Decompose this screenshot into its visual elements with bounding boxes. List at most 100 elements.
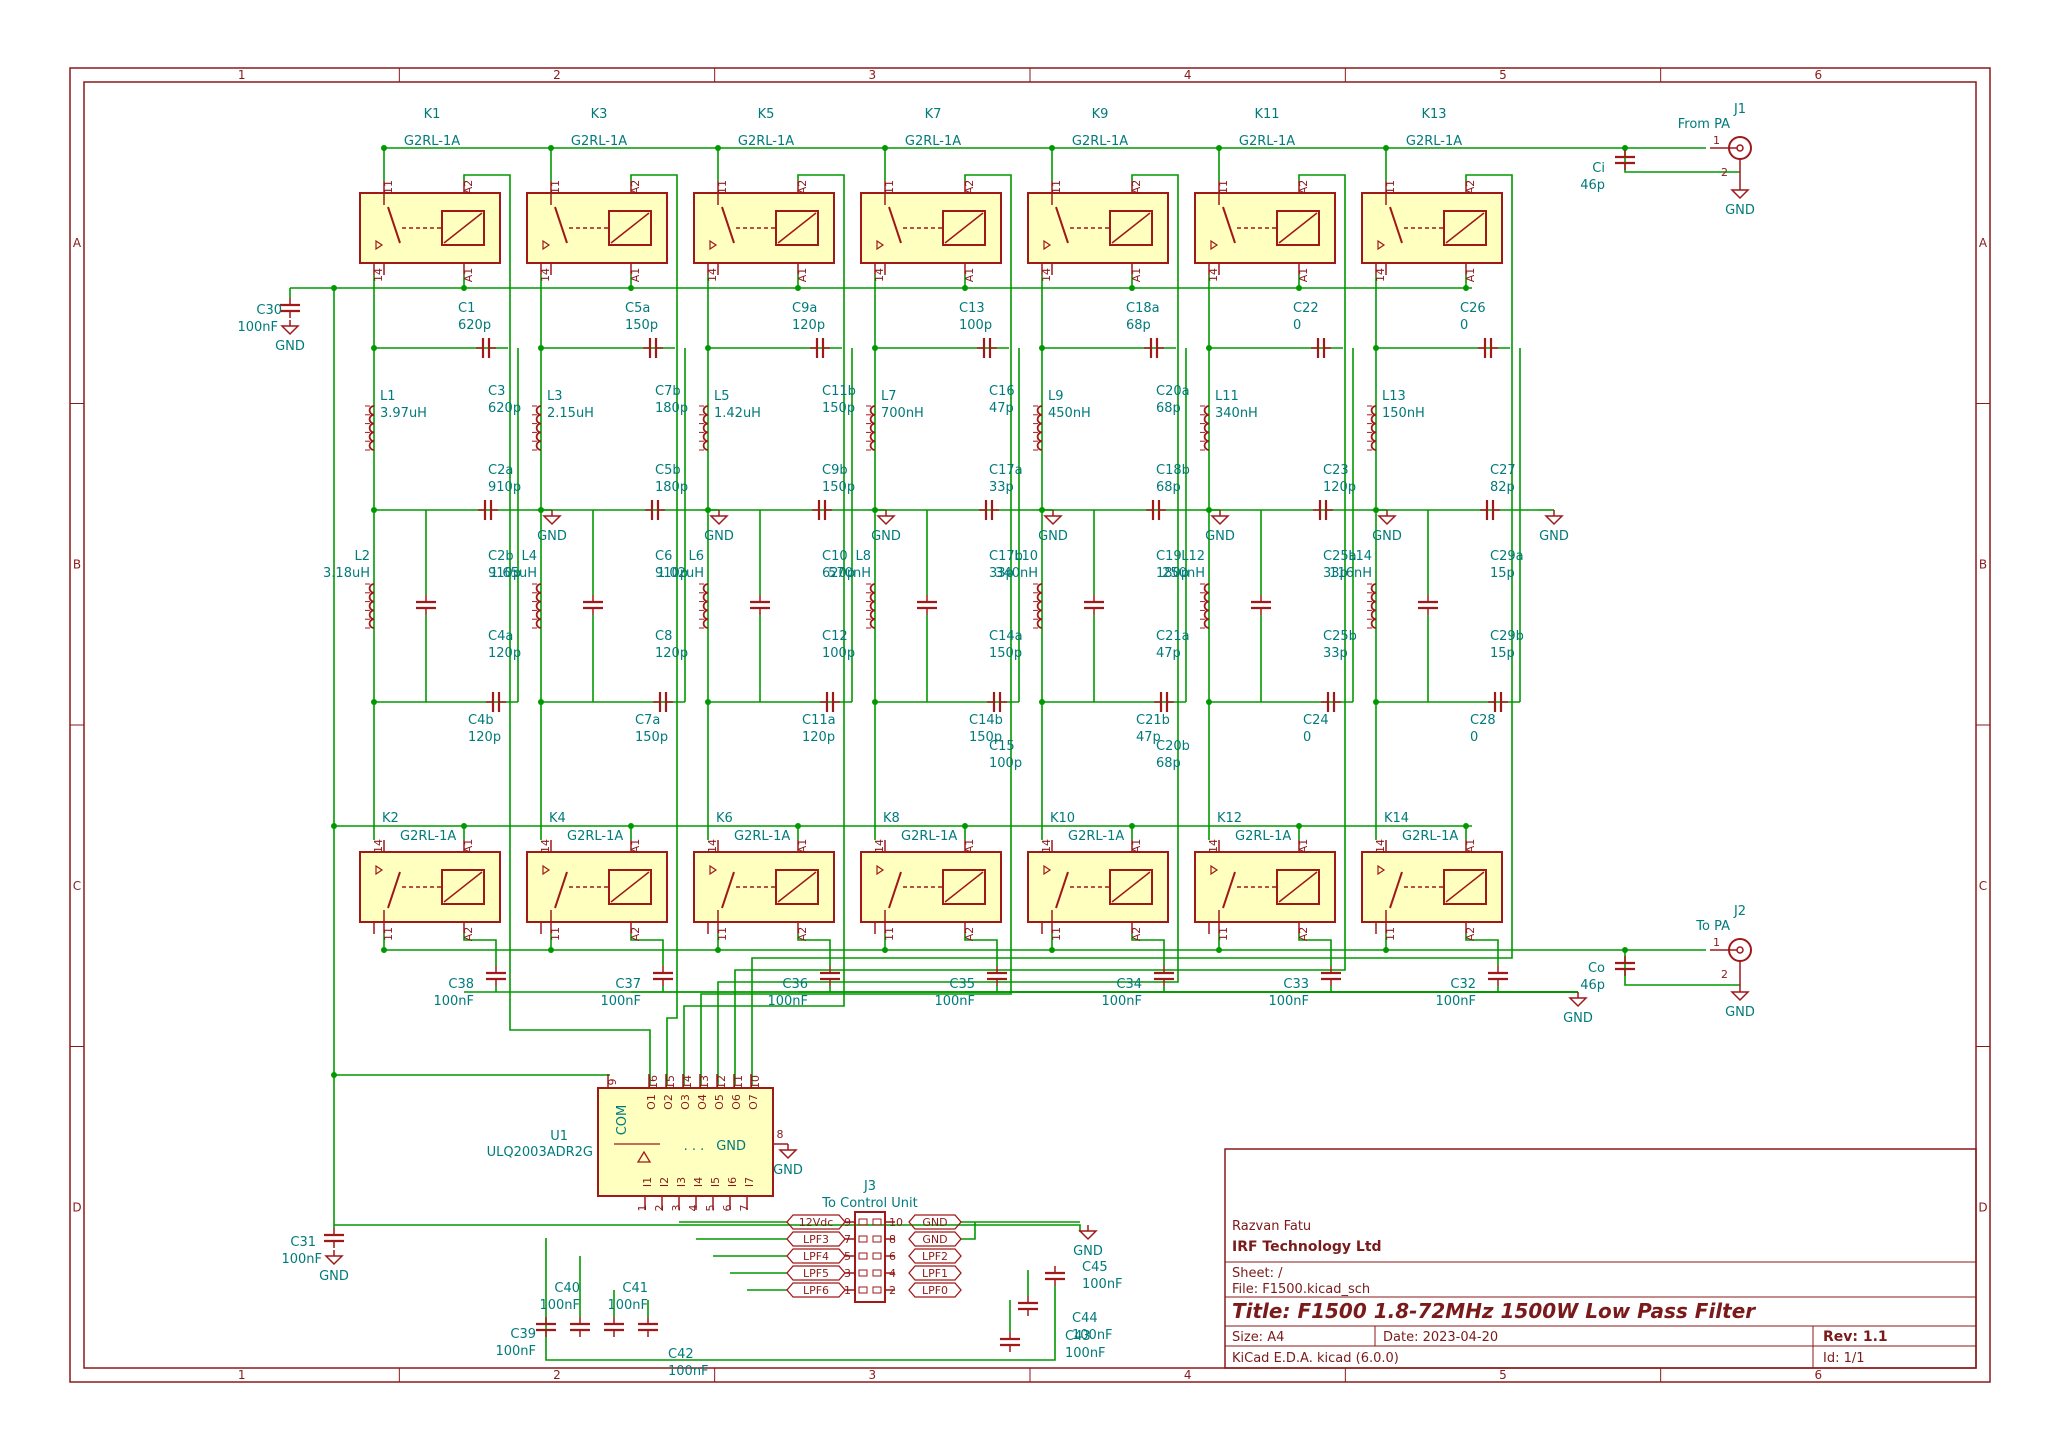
capacitor-value: 120p: [468, 730, 501, 745]
relay-ref: K7: [925, 107, 942, 122]
filter-capacitor: [478, 500, 498, 520]
gnd-triangle: [1078, 1230, 1098, 1241]
zone-row-label: A: [1979, 236, 1988, 250]
inductor-coil: [535, 583, 542, 629]
ic-pin-name: GND: [716, 1139, 746, 1154]
inductor-value: 3.18uH: [323, 566, 370, 581]
decoupling-capacitor: [987, 966, 1007, 986]
capacitor-value: 120p: [655, 646, 688, 661]
connector-pin: 1: [1713, 134, 1720, 147]
junction-dot: [548, 947, 554, 953]
relay-pin-label: 11: [1384, 180, 1397, 194]
relay-value: G2RL-1A: [905, 134, 961, 149]
capacitor-ref: C31: [290, 1235, 316, 1250]
relay-pin-label: A1: [629, 839, 642, 854]
connector-pin: 6: [889, 1250, 896, 1263]
ic-pin-number: 16: [647, 1075, 660, 1089]
capacitor-ref: C21a: [1156, 629, 1190, 644]
relay-switch: [1389, 871, 1403, 909]
zone-row-label: B: [1979, 557, 1987, 571]
ic-pin-number: 15: [664, 1075, 677, 1089]
relay-coil: [1276, 210, 1320, 246]
inductor-coil: [869, 583, 876, 629]
inductor: [532, 405, 542, 451]
relay-pin-label: A1: [963, 839, 976, 854]
capacitor-value: 100nF: [607, 1298, 648, 1313]
capacitor-value: 910p: [655, 566, 688, 581]
capacitor-value: 100nF: [934, 994, 975, 1009]
inductor-ref: L8: [855, 549, 871, 564]
filter-capacitor: [1146, 500, 1166, 520]
filter-capacitor: [1488, 692, 1508, 712]
net-label: LPF0: [922, 1284, 948, 1297]
relay-coil: [441, 210, 485, 246]
decoupling-capacitor: [486, 966, 506, 986]
capacitor-ref: C42: [668, 1347, 694, 1362]
gnd-triangle: [876, 515, 896, 526]
junction-dot: [461, 823, 467, 829]
junction-dot: [962, 823, 968, 829]
relay-value: G2RL-1A: [1402, 829, 1458, 844]
net-label-flag: [786, 1282, 846, 1298]
connector-ref: J1: [1733, 102, 1746, 117]
net-label: LPF6: [803, 1284, 829, 1297]
inductor-coil: [869, 405, 876, 451]
connector-pin: 2: [889, 1284, 896, 1297]
capacitor-value: 620p: [822, 566, 855, 581]
wire: [334, 1224, 1081, 1232]
relay-coil-diag: [1111, 212, 1151, 244]
relay-value: G2RL-1A: [1406, 134, 1462, 149]
relay-coil-diag: [1278, 871, 1318, 903]
wire: [463, 174, 651, 1085]
zone-row-label: B: [73, 557, 81, 571]
filter-capacitor: [416, 595, 436, 615]
inductor-value: 116nH: [1329, 566, 1372, 581]
capacitor-ref: C9b: [822, 463, 848, 478]
decoupling-capacitor: [1154, 966, 1174, 986]
junction-dot: [628, 285, 634, 291]
connector-pin-pad: [858, 1218, 868, 1226]
tb-rev: Rev: 1.1: [1823, 1329, 1888, 1345]
junction-dot: [371, 699, 377, 705]
net-label: LPF5: [803, 1267, 829, 1280]
relay-pin-label: 11: [1050, 180, 1063, 194]
inductor-value: 3.97uH: [380, 406, 427, 421]
relay-pin-label: 11: [1217, 180, 1230, 194]
wire: [961, 1222, 976, 1240]
inductor: [866, 405, 876, 451]
capacitor-ref: C30: [256, 303, 282, 318]
capacitor-value: 150p: [989, 646, 1022, 661]
inductor-ref: L7: [881, 389, 897, 404]
junction-dot: [548, 145, 554, 151]
relay-coil: [775, 869, 819, 905]
filter-capacitor: [476, 338, 496, 358]
junction-dot: [715, 947, 721, 953]
junction-dot: [331, 285, 337, 291]
connector-pin-pad: [872, 1252, 882, 1260]
relay-coil: [608, 869, 652, 905]
inductor-value: 340nH: [1215, 406, 1258, 421]
wires: [289, 145, 1740, 1361]
wire: [797, 934, 831, 966]
net-label-flag: [908, 1265, 962, 1281]
inductor: [1033, 405, 1043, 451]
relay-coil: [942, 210, 986, 246]
capacitor-value: 150p: [625, 318, 658, 333]
control-connector: [786, 1211, 962, 1303]
gnd-triangle: [1730, 189, 1750, 200]
control-capacitor: [1018, 1296, 1038, 1316]
ic-pin-number: 3: [670, 1205, 683, 1212]
gnd-symbol: [1544, 510, 1564, 526]
output-capacitor: [1615, 956, 1635, 976]
capacitor-value: 68p: [1126, 318, 1151, 333]
capacitor-value: 0: [1293, 318, 1301, 333]
relay-coil: [1443, 210, 1487, 246]
gnd-triangle: [280, 325, 300, 336]
junction-dot: [1383, 947, 1389, 953]
filter-capacitor: [643, 338, 663, 358]
tb-sheet: Sheet: /: [1232, 1266, 1283, 1281]
gnd-triangle: [1043, 515, 1063, 526]
relay-pin-label: A2: [462, 927, 475, 942]
